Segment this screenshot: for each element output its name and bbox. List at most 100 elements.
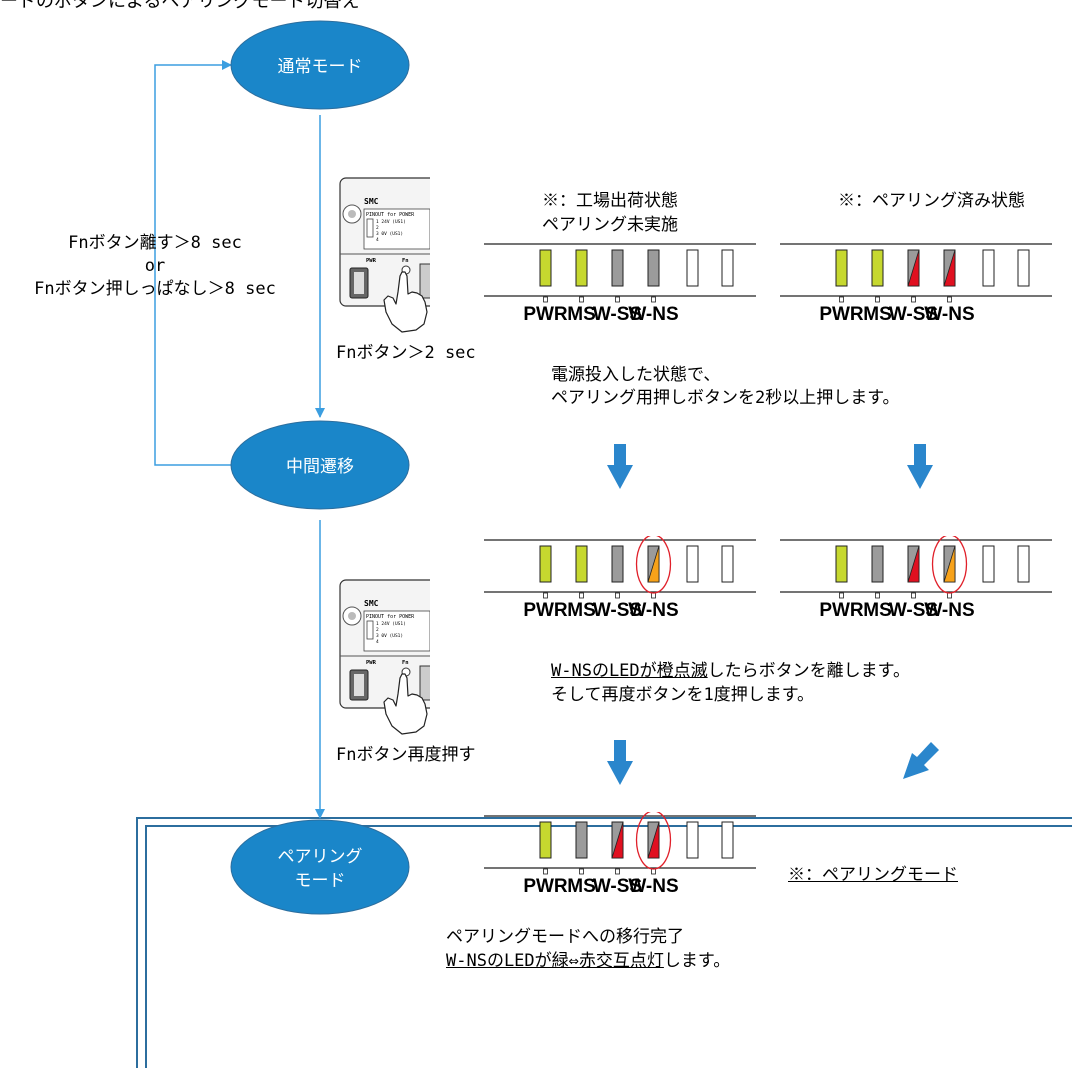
svg-text:3 0V (US1): 3 0V (US1) (376, 231, 403, 237)
svg-text:Fn: Fn (402, 258, 409, 264)
led-label-pwr: PWR (819, 304, 864, 325)
flow-arrow-return-loop (154, 60, 233, 466)
factory-state-label-1: ※：工場出荷状態 (542, 191, 678, 211)
led-tick (579, 592, 584, 599)
led-label-pwr: PWR (523, 304, 568, 325)
return-condition-line2: or (144, 256, 166, 276)
led-unused-1 (686, 545, 699, 583)
svg-text:1 24V (US1): 1 24V (US1) (376, 219, 406, 225)
svg-text:PWR: PWR (366, 258, 377, 264)
return-condition-line3: Fnボタン押しっぱなし＞8 sec (34, 279, 276, 299)
instruction-blink-underlined: W-NSのLEDが橙点滅 (551, 661, 708, 681)
led-label-ms: MS (863, 600, 892, 621)
pairing-mode-label: ※：ペアリングモード (788, 865, 958, 885)
led-label-w-ss: W-SS (593, 876, 642, 897)
highlight-circle (931, 536, 968, 594)
led-tick (651, 296, 656, 303)
led-label-w-ns: W-NS (924, 600, 974, 621)
svg-text:PINOUT for POWER: PINOUT for POWER (366, 614, 415, 620)
led-label-pwr: PWR (819, 600, 864, 621)
led-label-w-ss: W-SS (889, 600, 938, 621)
led-unused-1 (686, 249, 699, 287)
action-press-again: Fnボタン再度押す (336, 745, 476, 765)
state-normal-mode: 通常モード (230, 20, 410, 110)
svg-text:Fn: Fn (402, 660, 409, 666)
led-label-ms: MS (863, 304, 892, 325)
led-tick (579, 868, 584, 875)
device-illustration-2: SMC PINOUT for POWER 1 24V (US1) 2 3 0V … (339, 579, 430, 735)
led-tick (615, 296, 620, 303)
led-label-pwr: PWR (523, 600, 568, 621)
led-tick (543, 868, 548, 875)
instruction-alternate-rest: します。 (663, 951, 731, 971)
down-arrow-icon (607, 444, 633, 489)
led-tick (579, 296, 584, 303)
led-unused-1 (982, 249, 995, 287)
factory-state-label-2: ペアリング未実施 (542, 215, 678, 235)
hand-press-icon (383, 271, 428, 333)
pairing-mode-frame (136, 817, 1072, 1068)
led-w-ss (611, 545, 624, 583)
led-label-w-ns: W-NS (628, 876, 678, 897)
instruction-power-2: ペアリング用押しボタンを2秒以上押します。 (551, 388, 900, 408)
led-label-w-ss: W-SS (889, 304, 938, 325)
led-tick (543, 296, 548, 303)
svg-text:PINOUT for POWER: PINOUT for POWER (366, 212, 415, 218)
state-intermediate: 中間遷移 (230, 420, 410, 510)
instruction-complete: ペアリングモードへの移行完了 (446, 927, 684, 947)
led-unused-2 (1017, 545, 1030, 583)
led-w-ss (907, 545, 920, 583)
led-ms (871, 249, 884, 287)
led-unused-2 (721, 545, 734, 583)
led-label-w-ss: W-SS (593, 600, 642, 621)
led-label-w-ns: W-NS (924, 304, 974, 325)
svg-text:SMC: SMC (364, 599, 379, 608)
led-ms (575, 545, 588, 583)
led-tick (947, 296, 952, 303)
svg-text:1 24V (US1): 1 24V (US1) (376, 621, 406, 627)
svg-text:4: 4 (376, 237, 379, 243)
step-arrows (607, 444, 939, 785)
led-w-ns (647, 249, 660, 287)
return-condition: Fnボタン離す＞8 sec or Fnボタン押しっぱなし＞8 sec (0, 232, 310, 301)
led-pwr (539, 821, 552, 859)
led-pwr (539, 249, 552, 287)
state-pairing-label-2: モード (295, 871, 346, 891)
state-pairing-label-1: ペアリング (278, 847, 363, 867)
highlight-circle (635, 536, 672, 594)
svg-text:4: 4 (376, 639, 379, 645)
led-pwr (835, 249, 848, 287)
led-label-w-ns: W-NS (628, 304, 678, 325)
led-tick (875, 592, 880, 599)
highlight-circle (635, 812, 672, 870)
instruction-alternate: W-NSのLEDが緑⇔赤交互点灯します。 (446, 950, 730, 972)
led-ms (575, 821, 588, 859)
led-label-w-ns: W-NS (628, 600, 678, 621)
action-press-2s: Fnボタン＞2 sec (336, 343, 476, 363)
device-illustration-1: SMC PINOUT for POWER 1 24V (US1) 2 3 0V … (339, 177, 430, 333)
led-tick (911, 296, 916, 303)
instruction-power-1: 電源投入した状態で、 (551, 365, 721, 385)
led-ms (575, 249, 588, 287)
diagonal-arrow-icon (903, 742, 939, 779)
svg-text:PWR: PWR (366, 660, 377, 666)
led-pwr (835, 545, 848, 583)
instruction-blink-rest: したらボタンを離します。 (707, 661, 910, 681)
down-arrow-icon (607, 740, 633, 785)
led-w-ss (611, 249, 624, 287)
down-arrow-icon (907, 444, 933, 489)
led-w-ns (943, 249, 956, 287)
instruction-blink: W-NSのLEDが橙点滅したらボタンを離します。 (551, 660, 910, 682)
svg-text:2: 2 (376, 225, 379, 231)
led-unused-2 (1017, 249, 1030, 287)
led-tick (911, 592, 916, 599)
state-normal-label: 通常モード (278, 57, 363, 77)
led-w-ns (943, 545, 956, 583)
instruction-alternate-underlined: W-NSのLEDが緑⇔赤交互点灯 (446, 951, 664, 971)
